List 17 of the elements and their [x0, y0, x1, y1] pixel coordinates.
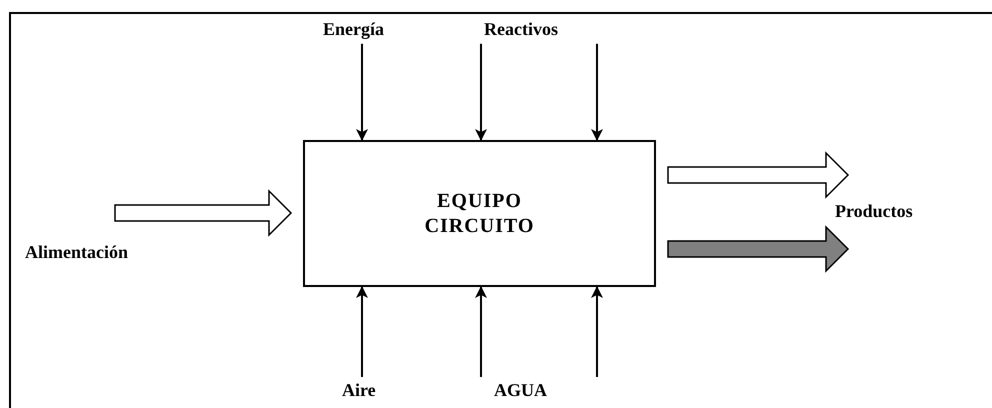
block-arrow — [667, 225, 850, 273]
flow-label: Energía — [323, 20, 384, 40]
flow-label: Aire — [342, 381, 376, 401]
flow-label: Alimentación — [25, 243, 128, 263]
flow-label: Reactivos — [484, 20, 558, 40]
arrow — [475, 286, 487, 377]
block-arrow — [114, 189, 292, 237]
process-box — [303, 140, 656, 287]
block-arrow — [667, 151, 850, 199]
arrow — [475, 44, 487, 141]
arrow — [591, 286, 603, 377]
arrow — [356, 286, 368, 377]
box-label: EQUIPO CIRCUITO — [424, 188, 536, 238]
flow-label: Productos — [835, 202, 913, 222]
flow-label: AGUA — [494, 381, 547, 401]
arrow — [356, 44, 368, 141]
arrow — [591, 44, 603, 141]
